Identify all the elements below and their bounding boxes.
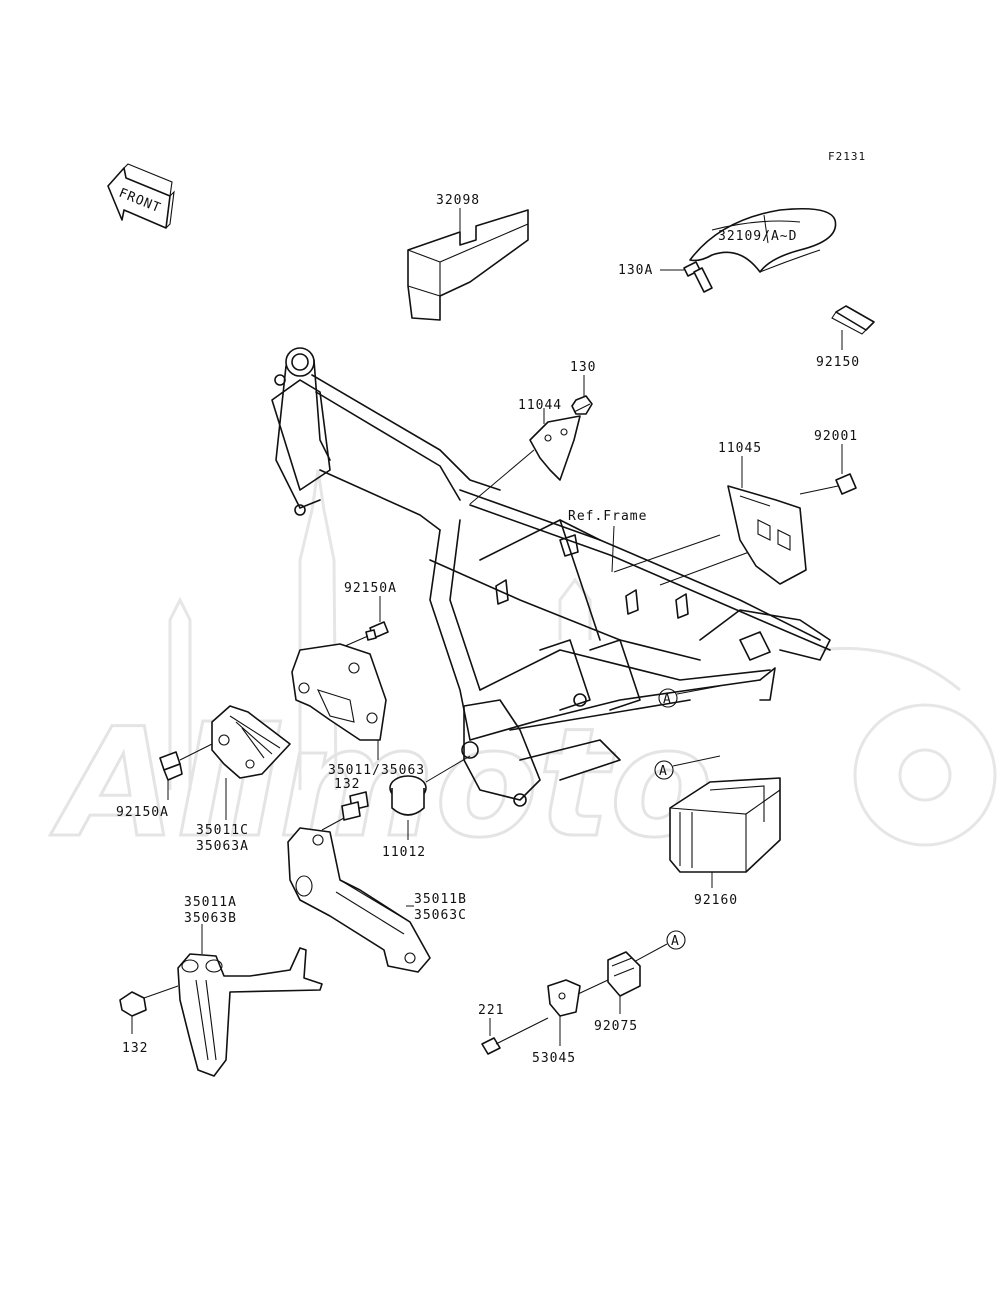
label-92001: 92001 (814, 429, 858, 444)
part-35011-35063-bracket: 35011/35063 (291, 643, 425, 778)
front-arrow-icon: FRONT (107, 163, 175, 229)
label-92150: 92150 (816, 355, 860, 370)
ref-circle-a-3: A (629, 930, 686, 965)
part-92150A-bolt-top: 92150A (335, 581, 397, 651)
label-92075: 92075 (594, 1019, 638, 1034)
label-35011A: 35011A (184, 895, 237, 910)
part-92160-tray: 92160 (669, 777, 781, 908)
part-221-screw: 221 (478, 1003, 549, 1055)
label-53045: 53045 (532, 1051, 576, 1066)
label-92150A-top: 92150A (344, 581, 397, 596)
label-32098: 32098 (436, 193, 480, 208)
part-92150-bolt: 92150 (816, 305, 875, 370)
label-35011-35063: 35011/35063 (328, 763, 425, 778)
part-11044-bracket: 11044 (469, 398, 591, 505)
label-130: 130 (570, 360, 596, 375)
ref-a-1: A (663, 692, 672, 707)
label-35063C: 35063C (414, 908, 467, 923)
label-132-mid: 132 (334, 777, 360, 792)
label-11044: 11044 (518, 398, 562, 413)
label-92150A-left: 92150A (116, 805, 169, 820)
part-11012-cap: 11012 (382, 755, 471, 860)
part-92075-damper: 92075 (594, 951, 641, 1034)
ref-a-3: A (671, 934, 680, 949)
part-92001-bolt: 92001 (799, 429, 858, 495)
part-35011A-35063B-bracket: 35011A 35063B (177, 895, 323, 1077)
motorcycle-frame (271, 347, 831, 807)
label-11045: 11045 (718, 441, 762, 456)
label-35011B: 35011B (414, 892, 467, 907)
part-130-nut: 130 (570, 360, 596, 415)
label-92160: 92160 (694, 893, 738, 908)
label-221: 221 (478, 1003, 504, 1018)
part-32098-cover: 32098 (407, 193, 529, 321)
label-35063A: 35063A (196, 839, 249, 854)
label-ref-frame: Ref.Frame (568, 509, 647, 524)
ref-circle-a-2: A (654, 755, 721, 780)
part-53045-bracket: 53045 (532, 979, 609, 1066)
label-35063B: 35063B (184, 911, 237, 926)
part-35011B-35063C-bracket: 35011B 35063C (287, 827, 467, 973)
ref-circle-a-1: A (658, 685, 721, 708)
part-35011C-35063A-bracket: 35011C 35063A (196, 705, 291, 854)
part-132-bolt-low: 132 (119, 985, 179, 1056)
ref-a-2: A (659, 764, 668, 779)
part-130A-bolt: 130A (618, 261, 713, 293)
watermark: Allmoto (49, 469, 997, 873)
figure-id: F2131 (828, 150, 866, 163)
part-32109-guard: 32109/A~D (689, 207, 837, 273)
part-132-bolt-mid: 132 (321, 777, 369, 831)
label-130A: 130A (618, 263, 653, 278)
part-92150A-bolt-left: 92150A (116, 743, 213, 820)
label-32109: 32109/A~D (718, 229, 797, 244)
label-132-low: 132 (122, 1041, 148, 1056)
part-11045-bracket: 11045 (718, 441, 807, 585)
label-35011C: 35011C (196, 823, 249, 838)
label-11012: 11012 (382, 845, 426, 860)
